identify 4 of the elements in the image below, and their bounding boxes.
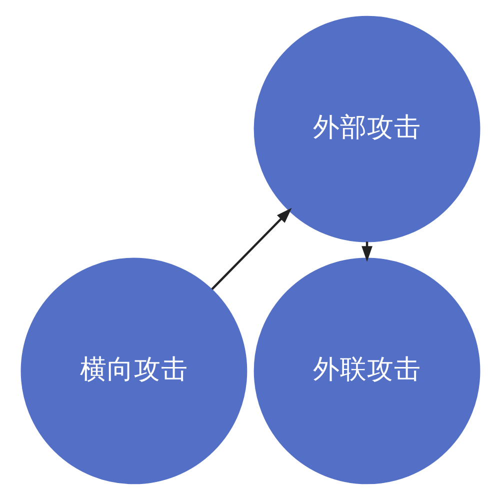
node-circle: 外部攻击 [253, 16, 480, 242]
node-circle: 外联攻击 [253, 258, 480, 484]
node-circle: 横向攻击 [20, 258, 247, 484]
arrow [210, 208, 292, 290]
